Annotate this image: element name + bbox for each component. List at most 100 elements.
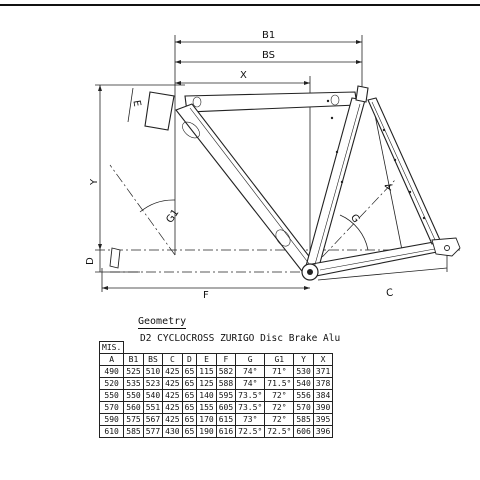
table-cell: 560 — [123, 401, 144, 414]
cable-guides — [326, 99, 426, 220]
table-cell: 540 — [293, 377, 314, 390]
table-cell: 378 — [312, 377, 334, 390]
dim-b1-label: B1 — [262, 30, 275, 41]
angle-arcs — [139, 199, 369, 251]
table-cell: 430 — [162, 425, 183, 438]
table-row: 520 535 523 425 65 125 588 74° 71.5° 540… — [98, 377, 334, 390]
table-cell: 520 — [98, 377, 125, 390]
table-cell: 65 — [181, 425, 198, 438]
table-cell: 540 — [142, 389, 164, 402]
table-mis-row: MIS. — [98, 341, 333, 354]
header-cell: A — [98, 353, 125, 366]
table-cell: 606 — [293, 425, 314, 438]
table-cell: 73.5° — [235, 389, 266, 402]
table-cell: 72.5° — [264, 425, 295, 438]
table-cell: 425 — [162, 377, 183, 390]
table-row: 610 585 577 430 65 190 616 72.5° 72.5° 6… — [98, 425, 334, 438]
table-cell: 170 — [196, 413, 217, 426]
table-row: 550 550 540 425 65 140 595 73.5° 72° 556… — [98, 389, 334, 402]
table-cell: 551 — [142, 401, 164, 414]
table-row: 570 560 551 425 65 155 605 73.5° 72° 570… — [98, 401, 334, 414]
table-cell: 605 — [215, 401, 237, 414]
table-cell: 65 — [181, 401, 198, 414]
table-cell: 556 — [293, 389, 314, 402]
dim-bs-label: BS — [262, 50, 275, 61]
dim-g1-label: G1 — [164, 207, 181, 225]
table-cell: 570 — [98, 401, 125, 414]
mis-label: MIS. — [98, 341, 125, 354]
table-cell: 390 — [312, 401, 334, 414]
table-cell: 575 — [123, 413, 144, 426]
table-cell: 490 — [98, 365, 125, 378]
bottom-bracket — [301, 263, 319, 281]
table-cell: 140 — [196, 389, 217, 402]
table-cell: 535 — [123, 377, 144, 390]
table-cell: 567 — [142, 413, 164, 426]
table-cell: 396 — [312, 425, 334, 438]
table-cell: 74° — [235, 377, 266, 390]
table-cell: 190 — [196, 425, 217, 438]
table-cell: 72° — [264, 413, 295, 426]
dim-g-label: G — [348, 212, 361, 225]
table-cell: 425 — [162, 413, 183, 426]
table-cell: 425 — [162, 365, 183, 378]
table-header-row: A B1 BS C D E F G G1 Y X — [98, 353, 334, 366]
table-cell: 550 — [123, 389, 144, 402]
table-cell: 570 — [293, 401, 314, 414]
table-cell: 72° — [264, 389, 295, 402]
geometry-title: Geometry — [138, 316, 187, 329]
table-cell: 425 — [162, 389, 183, 402]
table-cell: 72.5° — [235, 425, 266, 438]
arrowheads — [98, 40, 362, 290]
dim-y-label: Y — [89, 178, 100, 186]
table-cell: 588 — [215, 377, 237, 390]
table-cell: 115 — [196, 365, 217, 378]
table-cell: 550 — [98, 389, 125, 402]
dim-x-label: X — [240, 70, 247, 81]
table-cell: 530 — [293, 365, 314, 378]
table-cell: 72° — [264, 401, 295, 414]
headset-bottom — [109, 247, 121, 269]
table-cell: 384 — [312, 389, 334, 402]
table-cell: 73.5° — [235, 401, 266, 414]
table-cell: 523 — [142, 377, 164, 390]
table-cell: 595 — [215, 389, 237, 402]
header-cell: X — [312, 353, 334, 366]
dim-f-label: F — [203, 290, 209, 301]
dim-c-label: C — [385, 287, 393, 299]
dim-e-label: E — [130, 99, 142, 107]
table-cell: 65 — [181, 365, 198, 378]
table-cell: 616 — [215, 425, 237, 438]
table-cell: 577 — [142, 425, 164, 438]
header-cell: C — [162, 353, 183, 366]
header-cell: G1 — [264, 353, 295, 366]
table-cell: 590 — [98, 413, 125, 426]
table-cell: 74° — [235, 365, 266, 378]
table-cell: 525 — [123, 365, 144, 378]
table-cell: 71.5° — [264, 377, 295, 390]
table-cell: 71° — [264, 365, 295, 378]
frame-details — [182, 94, 441, 271]
dim-d-label: D — [85, 257, 96, 265]
header-cell: G — [235, 353, 266, 366]
rear-dropout — [431, 237, 461, 257]
dim-a-label: A — [383, 182, 395, 192]
header-cell: E — [196, 353, 217, 366]
frame-tubes — [144, 85, 448, 277]
geometry-table: MIS. A B1 BS C D E F G G1 Y X 490 525 51… — [98, 341, 334, 438]
table-cell: 582 — [215, 365, 237, 378]
header-cell: F — [215, 353, 237, 366]
table-cell: 155 — [196, 401, 217, 414]
table-cell: 65 — [181, 413, 198, 426]
table-cell: 395 — [312, 413, 334, 426]
table-cell: 65 — [181, 389, 198, 402]
table-cell: 585 — [293, 413, 314, 426]
model-name: D2 CYCLOCROSS ZURIGO Disc Brake Alu — [140, 333, 341, 344]
table-cell: 585 — [123, 425, 144, 438]
header-cell: BS — [142, 353, 164, 366]
header-cell: Y — [293, 353, 314, 366]
header-cell: B1 — [123, 353, 144, 366]
table-row: 590 575 567 425 65 170 615 73° 72° 585 3… — [98, 413, 334, 426]
header-cell: D — [181, 353, 198, 366]
